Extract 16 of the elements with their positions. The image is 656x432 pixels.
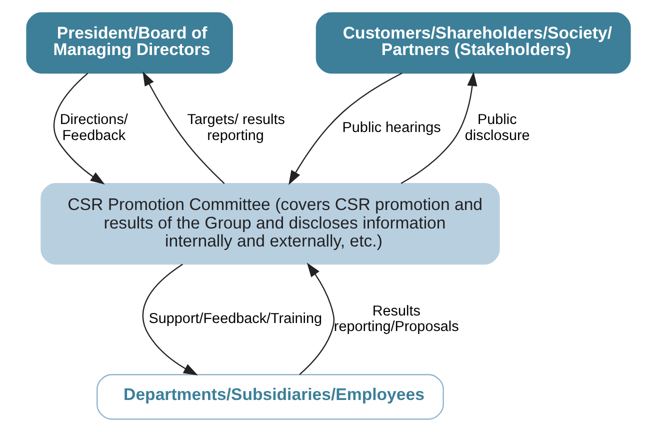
node-box: CSR Promotion Committee (covers CSR promotion and results of the Group and discloses information internally and externally, etc.): [40, 182, 500, 265]
edge-label: Results reporting/Proposals: [333, 303, 458, 335]
edge-label: Public hearings: [342, 120, 440, 136]
node-box: Customers/Shareholders/Society/ Partners (Stakeholders): [315, 12, 630, 74]
node-box: President/Board of Managing Directors: [26, 12, 232, 74]
edge-label: Targets/ results reporting: [186, 112, 284, 144]
edge-label: Directions/ Feedback: [59, 112, 128, 144]
edge-label: Support/Feedback/Training: [148, 311, 322, 328]
arrow: [142, 71, 224, 184]
node-box: Departments/Subsidiaries/Employees: [96, 374, 444, 420]
arrow: [52, 72, 104, 184]
edge-label: Public disclosure: [464, 112, 530, 144]
arrow: [142, 264, 198, 376]
arrow: [298, 262, 334, 375]
arrow: [400, 72, 477, 184]
arrow: [288, 72, 402, 185]
